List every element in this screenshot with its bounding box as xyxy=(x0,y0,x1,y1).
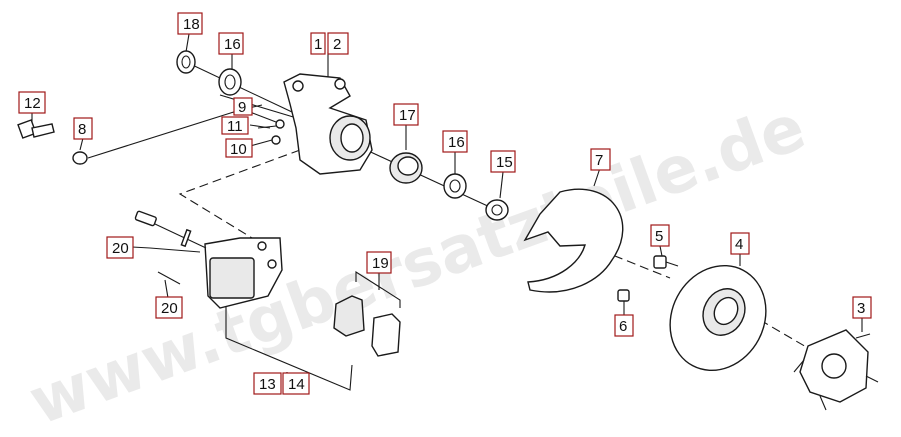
svg-text:14: 14 xyxy=(288,376,305,393)
small-bolts-9-11-10 xyxy=(257,119,285,145)
disc-guard-part-7 xyxy=(523,188,624,293)
bolt-part-12 xyxy=(17,119,55,139)
svg-text:5: 5 xyxy=(655,228,663,245)
svg-text:3: 3 xyxy=(857,300,865,317)
callout-7: 7 xyxy=(590,148,611,171)
callout-1: 1 xyxy=(310,32,326,55)
svg-text:10: 10 xyxy=(230,141,247,158)
bearing-part-16-upper xyxy=(218,68,242,96)
parts xyxy=(17,50,879,411)
svg-text:9: 9 xyxy=(238,99,246,116)
callout-3: 3 xyxy=(852,296,872,319)
bearing-part-16-lower xyxy=(443,173,467,199)
callout-18: 18 xyxy=(177,12,203,35)
bolt-part-5 xyxy=(653,255,679,269)
svg-text:6: 6 xyxy=(619,318,627,335)
watermark-text: www.tgbersatzteile.de xyxy=(20,90,815,437)
bolt-part-6 xyxy=(617,289,630,302)
svg-text:4: 4 xyxy=(735,236,743,253)
svg-text:15: 15 xyxy=(496,154,513,171)
svg-text:17: 17 xyxy=(399,107,416,124)
callout-17: 17 xyxy=(393,103,419,126)
svg-text:20: 20 xyxy=(161,300,178,317)
svg-text:13: 13 xyxy=(259,376,276,393)
svg-text:1: 1 xyxy=(314,36,322,53)
callout-20-upper: 20 xyxy=(106,236,134,259)
callout-19: 19 xyxy=(366,251,392,274)
spacer-part-17 xyxy=(389,152,423,184)
seal-part-15 xyxy=(485,199,509,221)
callout-labels: 18 16 1 2 12 8 9 11 10 17 16 15 7 5 4 3 … xyxy=(18,12,872,395)
callout-16-upper: 16 xyxy=(218,32,244,55)
callout-12: 12 xyxy=(18,91,46,114)
knuckle-part-1-2 xyxy=(283,73,373,175)
callout-6: 6 xyxy=(614,314,634,337)
svg-text:11: 11 xyxy=(227,118,243,135)
watermark: www.tgbersatzteile.de xyxy=(20,90,815,437)
brake-pads-part-19 xyxy=(333,295,401,357)
svg-text:16: 16 xyxy=(448,134,465,151)
svg-text:16: 16 xyxy=(224,36,241,53)
svg-text:2: 2 xyxy=(333,36,341,53)
callout-15: 15 xyxy=(490,150,516,173)
hub-part-3 xyxy=(793,329,879,411)
seal-part-18 xyxy=(176,50,196,74)
svg-text:7: 7 xyxy=(595,152,603,169)
pins-part-20 xyxy=(149,247,201,285)
svg-text:20: 20 xyxy=(112,240,129,257)
callout-20-lower: 20 xyxy=(155,296,183,319)
svg-text:18: 18 xyxy=(183,16,200,33)
svg-text:19: 19 xyxy=(372,255,389,272)
callout-14: 14 xyxy=(282,372,310,395)
callout-13: 13 xyxy=(253,372,282,395)
callout-9: 9 xyxy=(233,97,253,116)
washer-part-8 xyxy=(72,151,88,165)
brake-disc-part-4 xyxy=(669,264,767,372)
callout-5: 5 xyxy=(650,224,670,247)
callout-2: 2 xyxy=(327,32,349,55)
caliper-part-13-14 xyxy=(134,210,283,309)
callout-16-lower: 16 xyxy=(442,130,468,153)
svg-text:12: 12 xyxy=(24,95,41,112)
callout-10: 10 xyxy=(225,138,253,158)
callout-11: 11 xyxy=(221,116,249,135)
callout-4: 4 xyxy=(730,232,750,255)
svg-text:8: 8 xyxy=(78,121,86,138)
callout-8: 8 xyxy=(73,117,93,140)
